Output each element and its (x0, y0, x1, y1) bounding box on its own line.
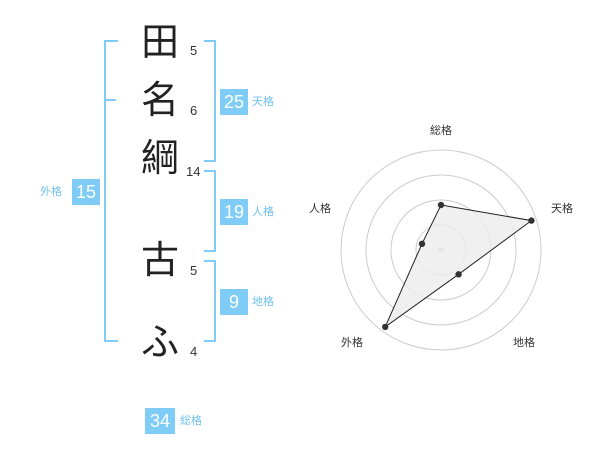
axis-label-jinkaku: 人格 (309, 201, 331, 215)
name-char-1: 田 (140, 20, 179, 64)
axis-label-tenkaku: 天格 (551, 201, 573, 215)
jinkaku-value-badge: 19 (220, 199, 248, 225)
gaikaku-value-badge: 15 (72, 179, 100, 205)
gaikaku-bracket (104, 40, 118, 342)
jinkaku-label: 人格 (252, 205, 274, 218)
soukaku-label: 総格 (180, 414, 202, 427)
radar-point-5 (418, 240, 426, 247)
chikaku-value-badge: 9 (220, 289, 248, 315)
chikaku-bracket (204, 260, 216, 342)
gaikaku-bracket-mid (104, 99, 116, 101)
radar-ring (365, 174, 517, 326)
tenkaku-label: 天格 (252, 95, 274, 108)
name-char-3: 綱 (140, 136, 179, 180)
stroke-count-1: 5 (190, 43, 198, 58)
tenkaku-bracket (204, 40, 216, 162)
radar-points (382, 201, 535, 331)
jinkaku-bracket (204, 170, 216, 252)
radar-chart: 総格 天格 地格 外格 人格 (309, 123, 573, 351)
axis-label-chikaku: 地格 (513, 335, 535, 349)
chikaku-label: 地格 (252, 295, 274, 308)
radar-point-1 (437, 201, 445, 209)
stroke-count-4: 5 (190, 263, 198, 278)
radar-ring (340, 149, 542, 351)
radar-point-4 (382, 323, 389, 331)
radar-point-2 (528, 217, 535, 224)
stroke-count-3: 14 (186, 164, 201, 179)
tenkaku-value-badge: 25 (220, 89, 248, 115)
axis-label-gaikaku: 外格 (341, 335, 363, 349)
name-char-2: 名 (140, 78, 179, 122)
radar-area (383, 204, 533, 329)
name-char-4: 古 (140, 238, 179, 282)
axis-label-soukaku: 総格 (430, 123, 452, 137)
name-char-5: ふ (140, 320, 179, 364)
radar-point-3 (455, 271, 462, 278)
soukaku-value-badge: 34 (145, 408, 175, 434)
stroke-count-2: 6 (190, 103, 198, 118)
stroke-count-5: 4 (190, 344, 198, 359)
gaikaku-label: 外格 (40, 185, 62, 198)
